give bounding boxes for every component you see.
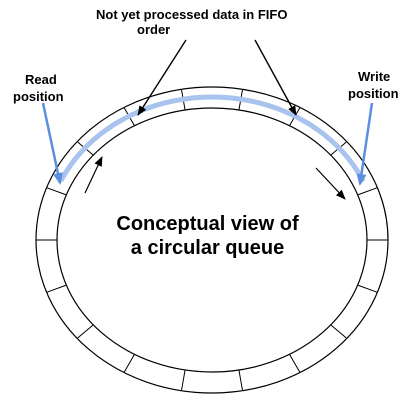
ring-segment-divider [46,187,67,196]
fifo-callout-arrow-right [254,39,297,116]
fifo-label-line2: order [137,22,171,37]
write-pointer-arrow [356,102,374,186]
center-title-line2: a circular queue [130,237,285,259]
ring-segment-divider [357,284,378,293]
ring-segment-divider [180,369,186,391]
direction-arrow-left [84,156,103,194]
write-label-line1: Write [358,69,391,84]
ring-segment-divider [289,354,301,373]
center-title-line1: Conceptual view of [116,213,299,235]
read-label-line2: position [13,89,64,104]
fifo-label-line1: Not yet processed data in FIFO [96,7,288,22]
read-label-line1: Read [25,72,57,87]
ring-segment-divider [357,187,378,196]
fifo-callout-arrow-left [137,39,187,116]
ring-segment-divider [76,324,94,339]
read-pointer-arrow [41,102,63,185]
ring-segment-divider [238,369,244,391]
ring-segment-divider [330,324,348,339]
write-label-line2: position [348,86,399,101]
queued-data-highlight [59,94,365,183]
direction-arrow-right [315,167,346,200]
ring-segment-divider [46,284,67,293]
ring-segment-divider [123,354,135,373]
